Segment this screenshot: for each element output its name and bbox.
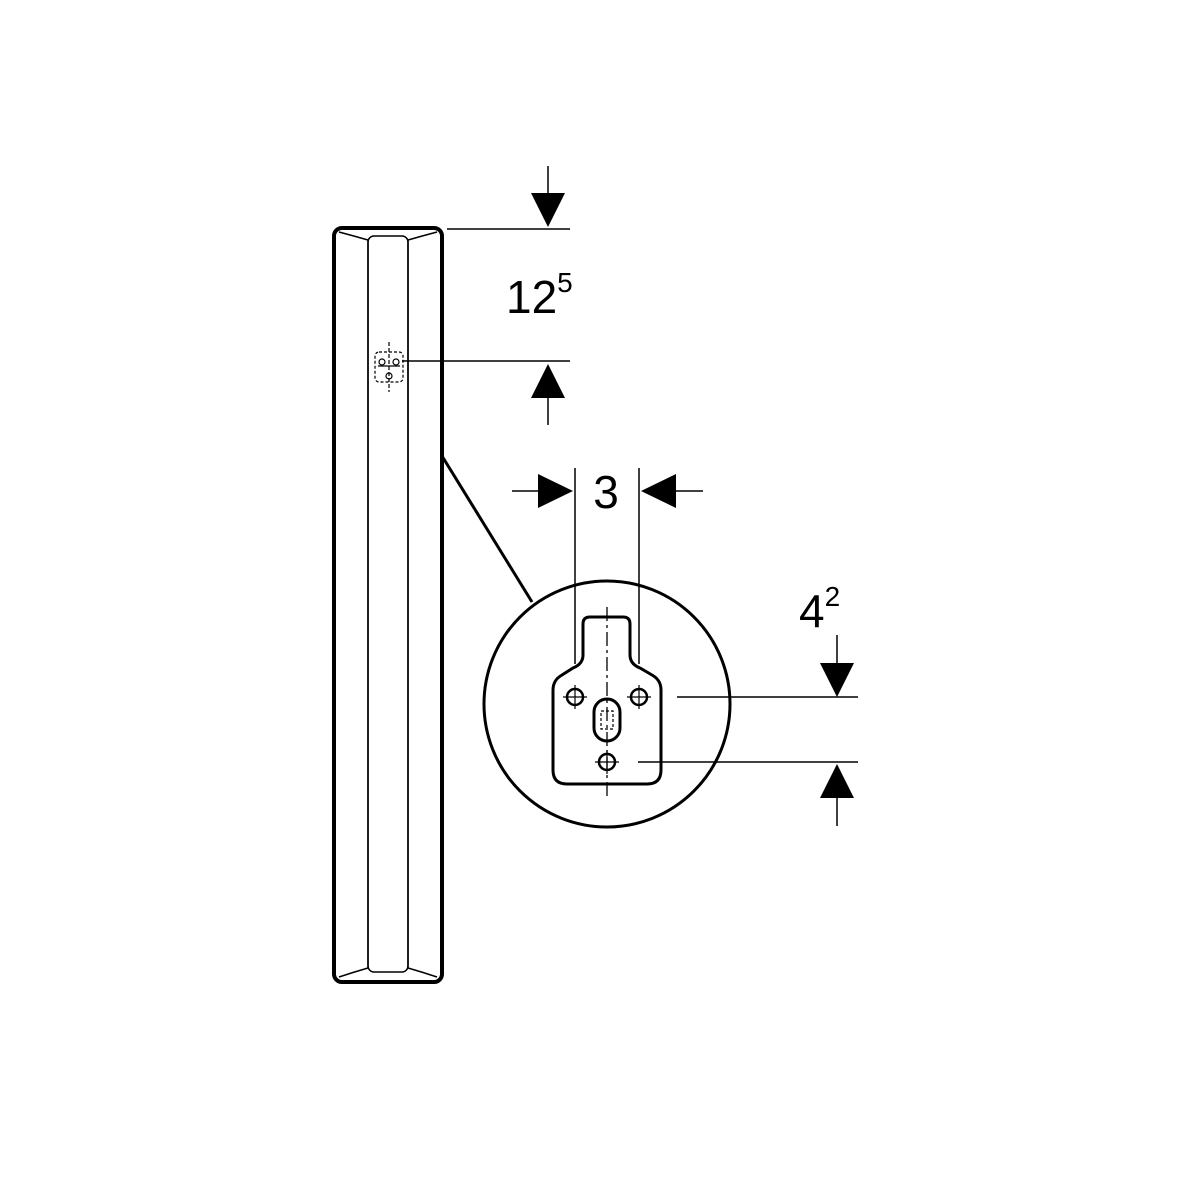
- dimension-vertical-offset: 42: [638, 581, 858, 826]
- panel-center-strip: [367, 235, 409, 973]
- arrow-left-icon: [641, 474, 676, 508]
- panel-outline: [332, 226, 444, 984]
- arrow-down-icon: [820, 663, 854, 697]
- dim-offset-value: 4: [799, 585, 825, 637]
- arrow-right-icon: [538, 474, 573, 508]
- mounting-hole-left: [563, 685, 587, 709]
- arrow-up-icon: [531, 364, 565, 398]
- center-slot: [592, 697, 622, 743]
- detail-leader-line: [440, 455, 534, 603]
- dim-spacing-value: 3: [593, 466, 619, 518]
- bracket-plate-outline: [551, 615, 663, 786]
- dimension-top-offset: 125: [402, 166, 573, 425]
- svg-text:42: 42: [799, 581, 840, 637]
- panel-inner-right-groove: [407, 231, 438, 978]
- arrow-up-icon: [820, 764, 854, 798]
- bracket-hint-icon: [374, 342, 404, 392]
- panel-profile: [332, 226, 534, 984]
- panel-inner-left-groove: [338, 231, 369, 978]
- dim-top-superscript: 5: [557, 267, 573, 298]
- detail-circle: [482, 579, 732, 829]
- detail-view: [482, 579, 732, 829]
- mounting-hole-right: [627, 685, 651, 709]
- mounting-hole-bottom: [595, 750, 619, 774]
- arrow-down-icon: [531, 193, 565, 227]
- dim-offset-superscript: 2: [825, 581, 841, 612]
- dimension-hole-spacing: 3: [512, 466, 703, 664]
- dim-top-value: 12: [506, 271, 557, 323]
- svg-text:125: 125: [506, 267, 573, 323]
